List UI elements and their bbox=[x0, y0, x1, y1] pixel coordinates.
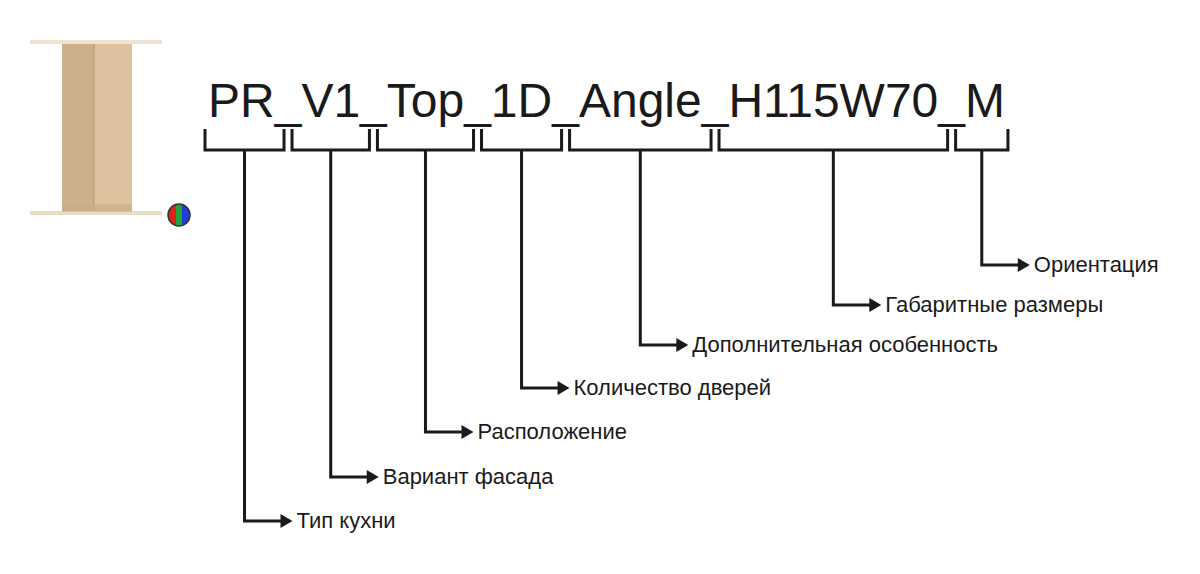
segment-bracket bbox=[719, 129, 948, 150]
cabinet-corner-edge bbox=[93, 44, 95, 214]
segment-bracket bbox=[570, 129, 711, 150]
leader-line bbox=[522, 150, 562, 388]
segment-bracket bbox=[482, 129, 562, 150]
leader-line bbox=[425, 150, 465, 432]
arrow-head bbox=[558, 381, 570, 395]
leader-line bbox=[833, 150, 873, 305]
top-shelf-edge bbox=[30, 40, 162, 44]
segment-bracket bbox=[377, 129, 473, 150]
cabinet bbox=[30, 40, 162, 215]
arrow-head bbox=[281, 514, 293, 528]
segment-bracket bbox=[956, 129, 1008, 150]
leader-line bbox=[331, 150, 371, 477]
leader-line bbox=[245, 150, 285, 521]
segment-label: Габаритные размеры bbox=[885, 292, 1103, 318]
segment-bracket bbox=[205, 129, 284, 150]
segment-label: Расположение bbox=[477, 419, 627, 445]
cabinet-plinth bbox=[62, 204, 132, 212]
product-code: PR_V1_Top_1D_Angle_H115W70_M bbox=[208, 77, 1005, 125]
segment-bracket bbox=[292, 129, 369, 150]
arrow-head bbox=[367, 470, 379, 484]
leader-line bbox=[640, 150, 680, 345]
segment-label: Дополнительная особенность bbox=[692, 332, 998, 358]
arrow-head bbox=[461, 425, 473, 439]
segment-label: Тип кухни bbox=[297, 508, 396, 534]
cabinet-right-panel bbox=[94, 44, 132, 214]
segment-label: Ориентация bbox=[1034, 252, 1159, 278]
leader-line bbox=[982, 150, 1022, 265]
cabinet-left-panel bbox=[62, 44, 94, 214]
segment-label: Количество дверей bbox=[574, 375, 772, 401]
axis-gizmo bbox=[168, 204, 191, 226]
segment-label: Вариант фасада bbox=[383, 464, 554, 490]
arrow-head bbox=[1018, 258, 1030, 272]
arrow-head bbox=[869, 298, 881, 312]
arrow-head bbox=[676, 338, 688, 352]
